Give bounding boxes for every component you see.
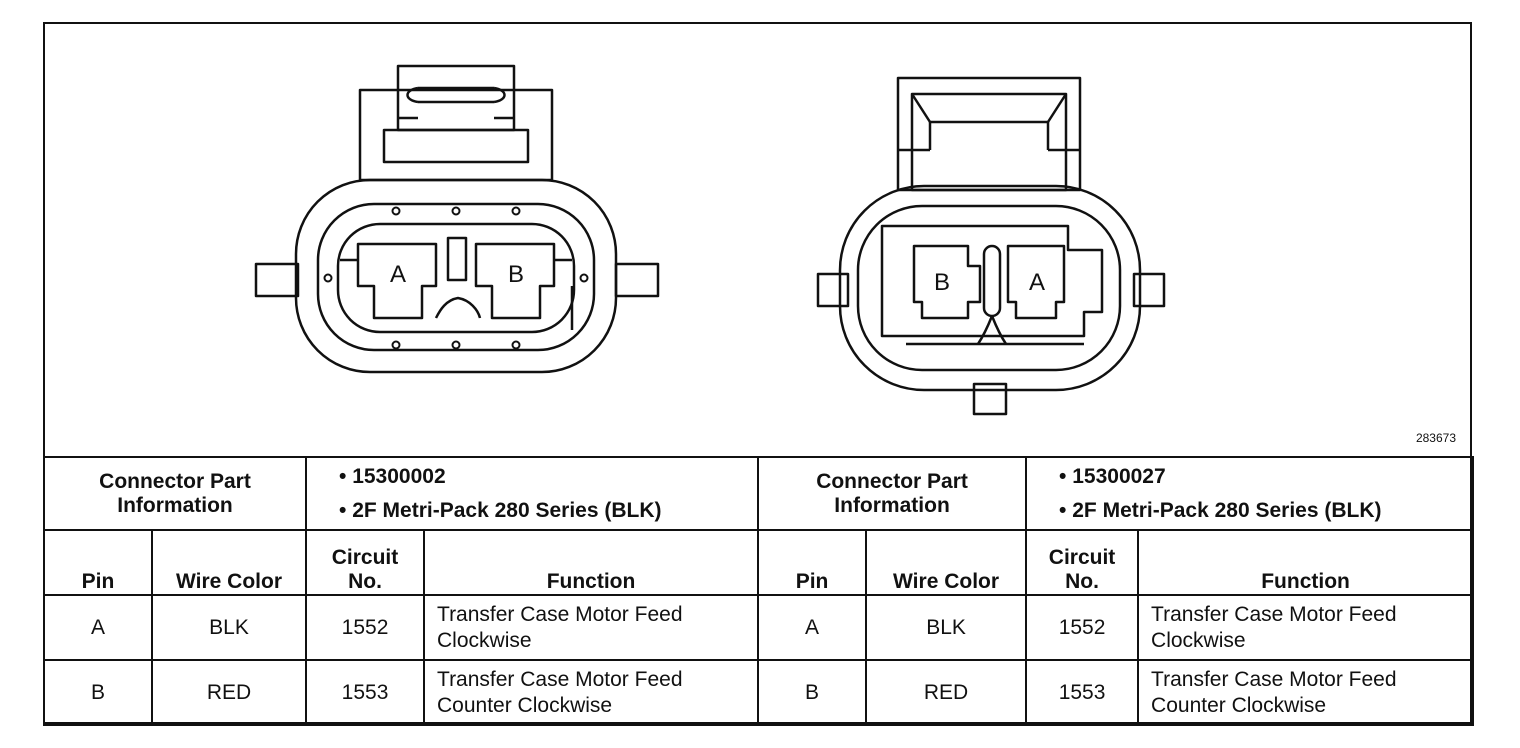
left-connector-center-key [446,236,468,282]
function-line: Transfer Case Motor Feed [437,602,683,626]
table-row: B RED 1553 Transfer Case Motor Feed Coun… [43,659,1475,726]
function-line: Clockwise [437,628,532,652]
pin-cell: B [43,659,153,726]
left-connector-tab-right [614,262,660,298]
right-connector: B A [816,76,1166,416]
wire-color-cell: BLK [865,594,1028,661]
left-part-number: 15300002 [339,460,749,494]
right-col-function: Function [1137,529,1475,596]
right-connector-tab-left [816,272,850,308]
left-connector-latch [358,64,554,182]
pinout-table: Connector Part Information 15300002 2F M… [42,456,1475,726]
pin-cell: A [43,594,153,661]
function-cell: Transfer Case Motor Feed Counter Clockwi… [1137,659,1475,726]
right-connector-body [838,184,1142,392]
left-connector-cavity-left [356,242,438,320]
left-col-circuit: Circuit No. [305,529,426,596]
right-connector-bottom-key [972,382,1008,416]
figure-number: 283673 [1415,431,1456,445]
pin-cell: A [757,594,868,661]
left-col-wire-color: Wire Color [150,529,308,596]
function-line: Clockwise [1151,628,1246,652]
wire-color-cell: RED [865,659,1028,726]
right-col-circuit-line2: No. [1065,570,1099,593]
connector-info-row: Connector Part Information 15300002 2F M… [42,456,1475,531]
right-connector-cavity-label-left: B [934,269,950,296]
right-connector-cavity-right [1006,244,1066,320]
left-col-pin: Pin [43,529,153,596]
function-cell: Transfer Case Motor Feed Clockwise [423,594,760,661]
right-connector-cavity-left [912,244,982,320]
function-cell: Transfer Case Motor Feed Counter Clockwi… [423,659,760,726]
right-part-numbers: 15300027 2F Metri-Pack 280 Series (BLK) [1025,456,1475,531]
left-connector-tab-left [254,262,300,298]
circuit-cell: 1553 [1025,659,1140,726]
function-line: Counter Clockwise [1151,693,1327,717]
left-part-numbers: 15300002 2F Metri-Pack 280 Series (BLK) [305,456,760,531]
column-header-row: Pin Wire Color Circuit No. Function Pin … [43,529,1475,596]
left-col-function: Function [423,529,760,596]
right-connector-cavity-label-right: A [1029,269,1045,296]
left-part-series: 2F Metri-Pack 280 Series (BLK) [339,494,749,528]
function-line: Counter Clockwise [437,693,613,717]
right-part-series: 2F Metri-Pack 280 Series (BLK) [1059,494,1464,528]
right-col-circuit-line1: Circuit [1048,546,1116,569]
left-col-circuit-line1: Circuit [331,546,399,569]
left-connector-cavity-label-left: A [390,261,406,288]
right-connector-center-key [982,244,1002,318]
left-part-info-label: Connector Part Information [42,456,308,531]
function-cell: Transfer Case Motor Feed Clockwise [1137,594,1475,661]
pin-cell: B [757,659,868,726]
left-connector-body [294,178,618,374]
left-col-circuit-line2: No. [348,570,382,593]
right-col-circuit: Circuit No. [1025,529,1140,596]
right-part-info-label: Connector Part Information [757,456,1028,531]
left-connector-dots [323,206,589,350]
circuit-cell: 1552 [305,594,426,661]
connector-drawing: A B B A [254,64,1166,416]
right-connector-tab-right [1132,272,1166,308]
function-line: Transfer Case Motor Feed [1151,667,1397,691]
right-part-number: 15300027 [1059,460,1464,494]
function-line: Transfer Case Motor Feed [1151,602,1397,626]
circuit-cell: 1552 [1025,594,1140,661]
circuit-cell: 1553 [305,659,426,726]
table-row: A BLK 1552 Transfer Case Motor Feed Cloc… [43,594,1475,661]
wire-color-cell: BLK [150,594,308,661]
left-connector-cavity-label-right: B [508,261,524,288]
left-connector: A B [254,64,660,374]
wire-color-cell: RED [150,659,308,726]
left-connector-cavity-right [474,242,556,320]
function-line: Transfer Case Motor Feed [437,667,683,691]
right-col-pin: Pin [757,529,868,596]
right-col-wire-color: Wire Color [865,529,1028,596]
right-connector-latch [896,76,1082,192]
